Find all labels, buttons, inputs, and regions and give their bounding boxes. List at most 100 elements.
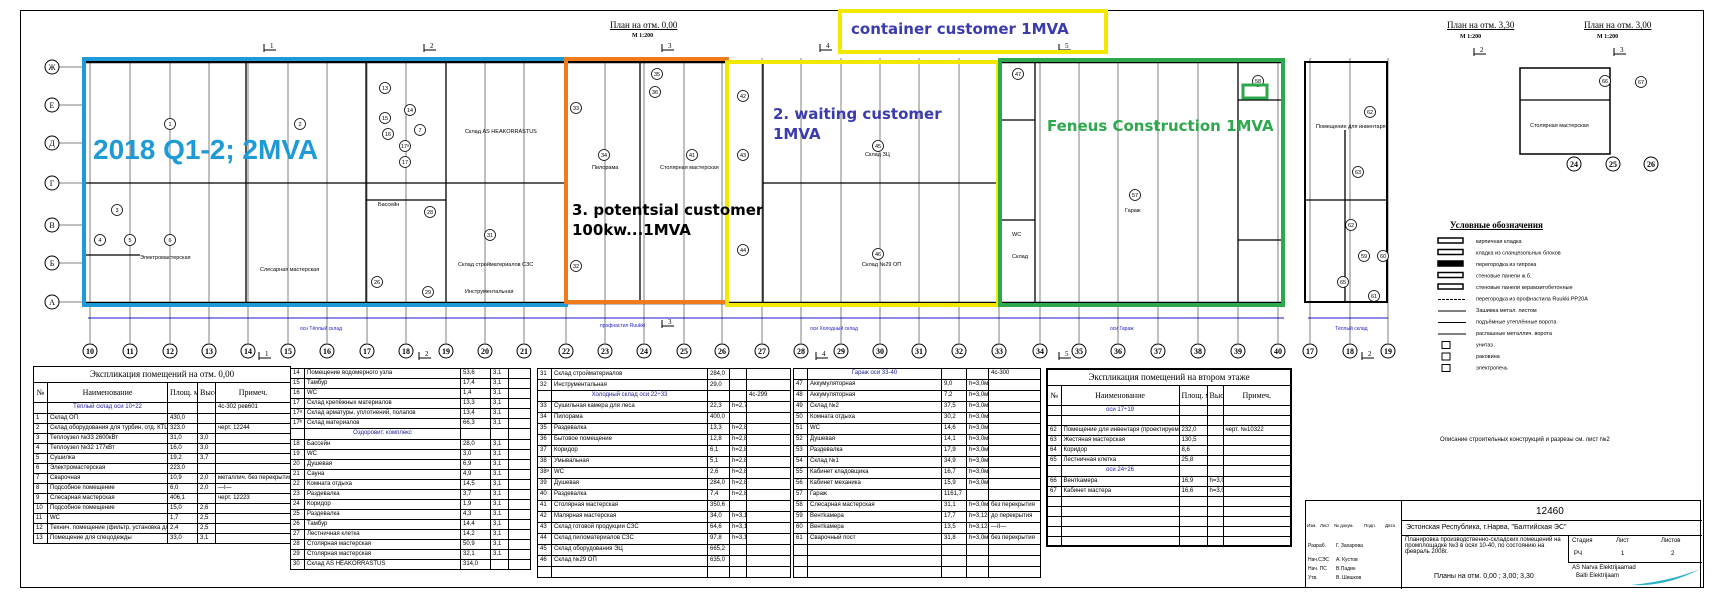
room-number: 48 (793, 389, 808, 402)
room-area: 6,1 (707, 444, 730, 457)
room-number: 1 (168, 122, 171, 128)
room-area: 31,1 (941, 499, 967, 512)
axis-bubble (438, 343, 454, 359)
room-number-bubble (872, 248, 884, 260)
axis-bubble (793, 343, 809, 359)
axis-label: 22 (562, 347, 570, 356)
room-height (1206, 415, 1224, 426)
legend-symbol (1437, 260, 1464, 267)
room-note (746, 400, 791, 413)
room-number: 51 (793, 422, 808, 435)
room-note (1222, 525, 1292, 537)
room-name: Склад ОП (47, 412, 168, 424)
room-area (1178, 505, 1208, 517)
room-number: 25 (290, 508, 305, 520)
room-name: Комната отдыха (807, 411, 942, 424)
room-name: Бассейн (378, 201, 399, 208)
annotation-blue-zone: 2018 Q1-2; 2MVA (93, 134, 319, 165)
room-height (1206, 435, 1224, 446)
plan-scale-330: М 1:200 (1460, 34, 1482, 40)
room-number-bubble (294, 118, 306, 130)
room-name: Лестничная клетка (304, 528, 461, 540)
room-area (1178, 535, 1208, 547)
room-note (746, 422, 791, 435)
room-note (746, 521, 791, 534)
axis-label: 24 (1570, 160, 1578, 169)
section-header: Гараж оси 33-40 (807, 368, 942, 380)
room-height (966, 543, 989, 556)
axis-label: 17 (363, 347, 371, 356)
axis-label: 33 (995, 347, 1003, 356)
room-name: Сауна (304, 468, 461, 480)
room-area: 29,0 (707, 379, 730, 391)
room-number: 28 (427, 210, 433, 216)
room-area: 13,5 (941, 521, 967, 534)
room-number: 64 (1046, 445, 1062, 456)
room-name (1060, 495, 1180, 507)
room-name: WC (304, 388, 461, 399)
table-row (1046, 535, 1292, 547)
room-height: h=3,0м (966, 477, 989, 490)
room-number: 20 (290, 458, 305, 470)
room-name: Склад ЗЦ (865, 152, 890, 158)
room-name: Склад материалов (304, 418, 461, 429)
room-number-bubble (111, 204, 123, 216)
room-number: 26 (290, 518, 305, 530)
room-area (1178, 415, 1208, 426)
room-number: 21 (290, 468, 305, 480)
room-height (1206, 404, 1224, 416)
room-name: Склад №1 (807, 455, 942, 468)
plan-title-330: План на отм. 3,30 (1447, 20, 1515, 30)
room-height: h=3,12м (966, 510, 989, 523)
room-number: 15 (382, 116, 388, 122)
legend-item-label: подъёмные утеплённые ворота (1476, 320, 1557, 326)
axis-row-label: Б (50, 259, 55, 268)
section-mark (258, 352, 271, 360)
axis-label: 32 (955, 347, 963, 356)
room-number-bubble (422, 286, 434, 298)
axis-row-label: Д (49, 139, 55, 148)
room-name: Вентkамера (807, 510, 942, 523)
axis-label: 19 (1384, 347, 1392, 356)
room-height (1206, 455, 1224, 466)
room-height: h=3,0м (966, 422, 989, 435)
axis-label: 30 (876, 347, 884, 356)
schedule-title: Экспликация помещений на втором этаже (1046, 368, 1292, 386)
section-mark-label: 2 (1368, 350, 1372, 358)
room-area: 3,0 (460, 448, 491, 460)
axis-label: 28 (797, 347, 805, 356)
legend-item-label: электропечь (1476, 366, 1508, 372)
section-mark-label: 2 (425, 350, 429, 358)
room-number: 31 (487, 233, 493, 239)
room-height: h=2,8м (729, 444, 747, 457)
room-note (746, 433, 791, 446)
section-mark (418, 352, 431, 360)
room-number (793, 368, 808, 380)
room-height (1206, 535, 1224, 547)
room-height (1206, 465, 1224, 477)
room-height: 2,5 (197, 522, 216, 534)
room-height: h=3,15м (729, 532, 747, 545)
room-number (1046, 495, 1062, 507)
room-number: 28 (290, 538, 305, 550)
room-number: 13 (33, 532, 48, 544)
room-note: 4с-299 (746, 390, 791, 402)
room-area: 400,0 (707, 411, 730, 424)
room-name: Аккумуляторная (807, 389, 942, 402)
room-name: Теплоузел №32 177кВт (47, 442, 168, 454)
annotation-orange-zone-line2: 100kw...1MVA (572, 221, 691, 239)
